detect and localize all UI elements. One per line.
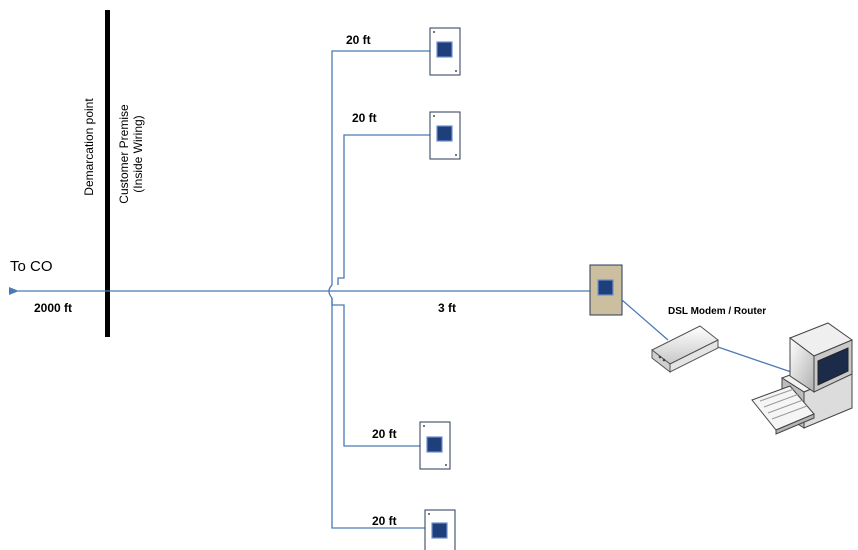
branch-wire-4 bbox=[331, 298, 425, 529]
wall-jack-icon bbox=[419, 421, 451, 470]
branch-wire-3 bbox=[331, 298, 420, 447]
wall-jack-icon bbox=[429, 111, 461, 160]
branch-wire-2 bbox=[337, 134, 430, 285]
customer-premise-label: Customer Premise (Inside Wiring) bbox=[117, 84, 145, 224]
branch-length-label: 20 ft bbox=[352, 111, 377, 125]
main-distance-label: 2000 ft bbox=[34, 301, 73, 315]
demarcation-bar bbox=[105, 10, 110, 337]
customer-premise-line2: (Inside Wiring) bbox=[131, 115, 145, 193]
modem-distance-label: 3 ft bbox=[438, 301, 456, 315]
to-co-label: To CO bbox=[10, 258, 53, 275]
dsl-modem-icon bbox=[651, 325, 719, 374]
pc-cable bbox=[711, 344, 801, 376]
branch-length-label: 20 ft bbox=[372, 427, 397, 441]
wire-crossover bbox=[328, 284, 333, 299]
branch-length-label: 20 ft bbox=[372, 514, 397, 528]
modem-wall-jack-icon bbox=[589, 264, 623, 316]
customer-premise-line1: Customer Premise bbox=[117, 104, 131, 204]
branch-length-label: 20 ft bbox=[346, 33, 371, 47]
modem-label: DSL Modem / Router bbox=[668, 306, 767, 317]
modem-cable bbox=[621, 299, 669, 341]
wall-jack-icon bbox=[429, 27, 461, 76]
branch-wire-1 bbox=[331, 50, 430, 285]
demarcation-point-label: Demarcation point bbox=[82, 98, 96, 196]
desktop-computer-icon bbox=[751, 322, 854, 435]
wall-jack-icon bbox=[424, 509, 456, 550]
